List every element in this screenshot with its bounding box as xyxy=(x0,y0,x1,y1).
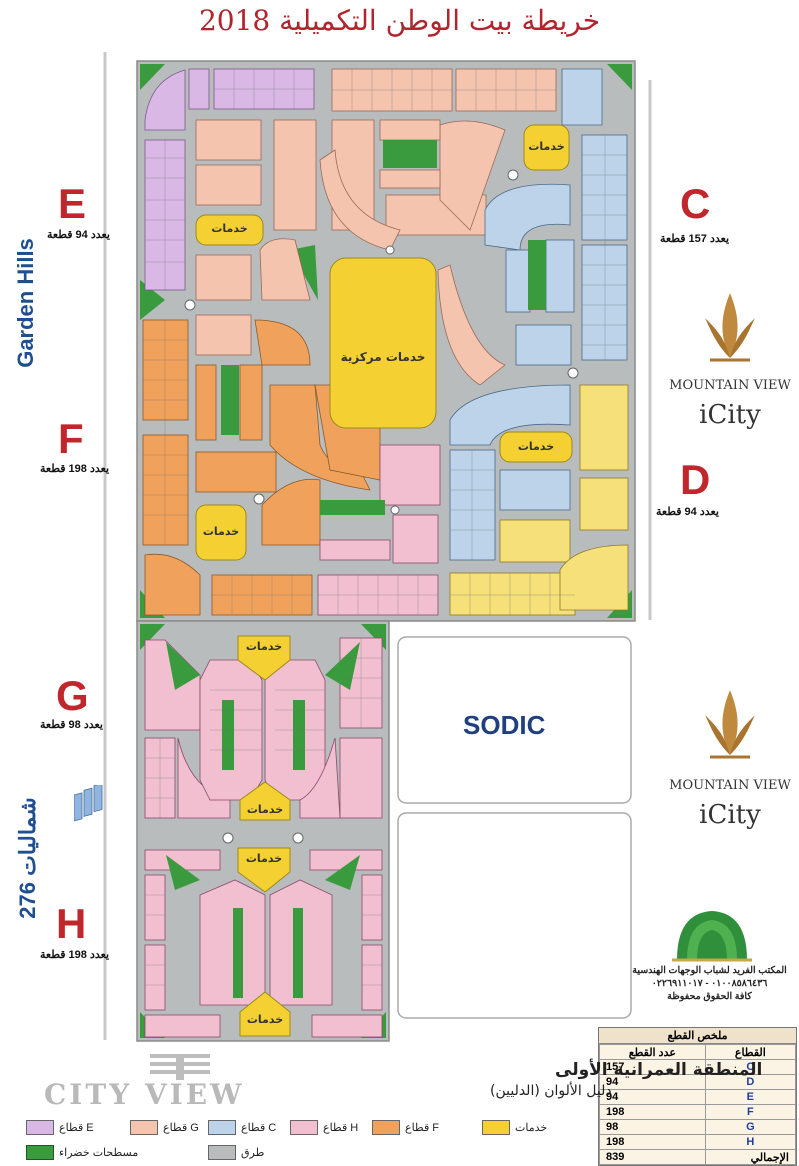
central-services xyxy=(329,257,437,429)
sector-C-count: يعدد 157 قطعة xyxy=(660,233,730,245)
legend-item: قطاع F xyxy=(372,1120,439,1135)
north-276-label: 276 شماليات xyxy=(15,797,40,919)
office-dome-logo-icon xyxy=(672,911,752,962)
legend-swatch xyxy=(290,1120,318,1135)
mountain-view-name: MOUNTAIN VIEW xyxy=(669,378,791,393)
legend-item: قطاع C xyxy=(208,1120,276,1135)
building-icon xyxy=(74,785,103,822)
office-phones: ٠١٠٠٨٥٨٦٤٣٦ - ٠٢٢٦٩١١٠١٧ xyxy=(651,978,768,989)
services-label: خدمات xyxy=(245,640,283,653)
sector-D-count: يعدد 94 قطعة xyxy=(656,506,719,518)
services-label: خدمات xyxy=(528,140,565,153)
sector-H-letter: H xyxy=(56,900,87,947)
sector-C-plots xyxy=(449,68,628,561)
sodic-plot-north xyxy=(397,636,632,804)
services-label: خدمات xyxy=(211,222,248,235)
legend-item: قطاع H xyxy=(290,1120,358,1135)
legend-swatch xyxy=(26,1145,54,1160)
legend-item: طرق xyxy=(208,1145,264,1160)
mountain-view-city: iCity xyxy=(699,400,761,430)
legend-swatch xyxy=(130,1120,158,1135)
summary-total-row: 839 الإجمالي xyxy=(599,1149,797,1165)
summary-title: ملخص القطع xyxy=(599,1028,796,1044)
sector-F-letter: F xyxy=(58,415,84,462)
sector-G-plots xyxy=(195,68,557,386)
services-label: خدمات xyxy=(202,525,240,538)
legend-item: خدمات xyxy=(482,1120,547,1135)
mountain-view-logo-icon xyxy=(705,293,755,362)
services-label: خدمات xyxy=(517,440,555,453)
sector-G-count: يعدد 98 قطعة xyxy=(40,719,103,731)
sodic-label: SODIC xyxy=(463,710,546,740)
legend-swatch xyxy=(26,1120,54,1135)
legend-swatch xyxy=(372,1120,400,1135)
sector-F-count: يعدد 198 قطعة xyxy=(40,463,110,475)
sector-G-letter: G xyxy=(56,672,89,719)
city-view-logo-icon xyxy=(150,1054,210,1080)
summary-total: 839 xyxy=(599,1149,706,1165)
sector-E-count: يعدد 94 قطعة xyxy=(47,229,110,241)
legend-item: مسطحات خضراء xyxy=(26,1145,138,1160)
sector-H-count: يعدد 198 قطعة xyxy=(40,949,110,961)
mountain-view-city: iCity xyxy=(699,800,761,830)
services-label: خدمات xyxy=(246,1013,284,1026)
sector-E-letter: E xyxy=(58,180,87,227)
summary-col-sector: القطاع xyxy=(704,1044,797,1060)
services-label: خدمات xyxy=(246,803,284,816)
copyright: كافة الحقوق محفوظة xyxy=(667,991,752,1002)
legend-item: قطاع G xyxy=(130,1120,199,1135)
sodic-plot-south xyxy=(397,812,632,1019)
summary-total-label: الإجمالي xyxy=(704,1149,797,1165)
garden-hills-label: Garden Hills xyxy=(13,238,38,368)
mountain-view-name: MOUNTAIN VIEW xyxy=(669,778,791,793)
sector-D-letter: D xyxy=(680,456,711,503)
color-guide-title: دليل الألوان (الدليين) xyxy=(490,1083,612,1099)
sector-D-plots xyxy=(449,384,629,616)
map-title: خريطة بيت الوطن التكميلية 2018 xyxy=(198,4,601,37)
legend-swatch xyxy=(482,1120,510,1135)
legend-swatch xyxy=(208,1120,236,1135)
services-areas xyxy=(195,124,573,1037)
sector-C-letter: C xyxy=(680,180,711,227)
zone-title: المنطقة العمرانية الأولى xyxy=(555,1060,763,1080)
city-view-watermark: CITY VIEW xyxy=(44,1078,245,1111)
mountain-view-logo-icon xyxy=(705,690,755,759)
central-services-label: خدمات مركزية xyxy=(340,350,426,364)
legend-swatch xyxy=(208,1145,236,1160)
services-label: خدمات xyxy=(245,852,283,865)
office-name: المكتب الفريد لشباب الوجهات الهندسية xyxy=(632,965,787,976)
green-spaces xyxy=(166,140,546,998)
summary-col-count: عدد القطع xyxy=(599,1044,706,1060)
legend-item: قطاع E xyxy=(26,1120,94,1135)
